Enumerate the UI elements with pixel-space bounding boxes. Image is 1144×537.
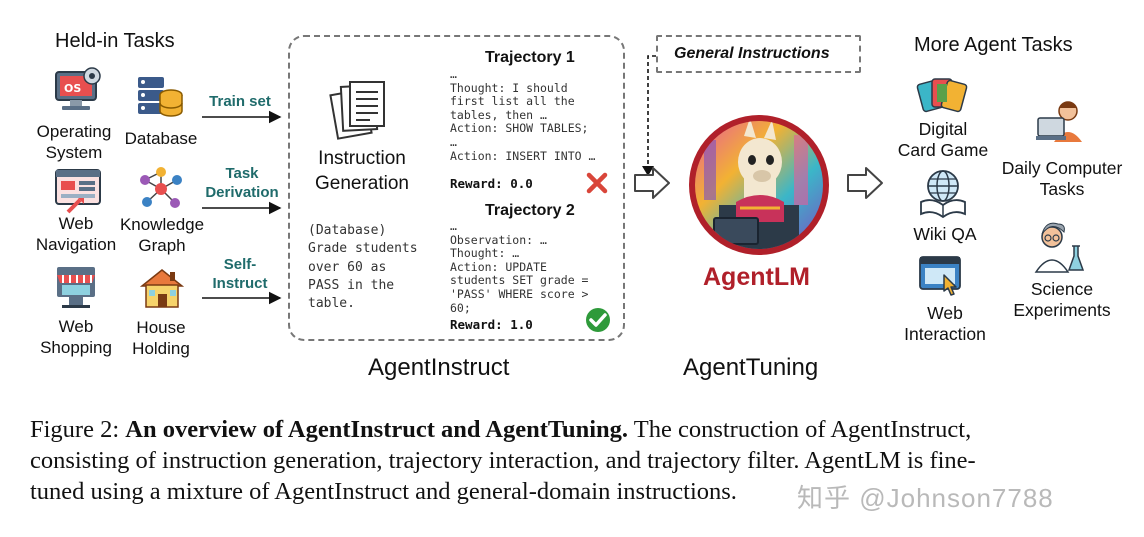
- watermark: 知乎 @Johnson7788: [797, 483, 1054, 513]
- house-icon: [139, 269, 185, 308]
- person-computer-icon: [1036, 101, 1082, 142]
- computer-os-icon: OS: [55, 67, 101, 110]
- agentlm-llama-icon: [689, 115, 829, 255]
- shop-icon: [57, 267, 95, 308]
- document-stack-icon: [329, 81, 385, 140]
- figure-caption: Figure 2: An overview of AgentInstruct a…: [30, 414, 1130, 507]
- svg-text:OS: OS: [64, 82, 81, 95]
- trajectory-1-reward: Reward: 0.0: [450, 176, 533, 191]
- hollow-arrow-to-tasks: [847, 167, 883, 199]
- accept-check-icon: [586, 308, 610, 332]
- agentinstruct-box: [288, 35, 625, 341]
- general-instructions-box: [656, 35, 861, 73]
- reject-cross-icon: [586, 172, 608, 194]
- database-label: Database: [124, 129, 198, 148]
- example-instruction: (Database) Grade students over 60 as PAS…: [308, 223, 418, 312]
- cards-icon: [916, 78, 968, 113]
- database-icon: [138, 77, 183, 117]
- trajectory-2-reward: Reward: 1.0: [450, 317, 533, 332]
- web-navigation-icon: [55, 169, 101, 214]
- held-in-title: Held-in Tasks: [55, 30, 175, 52]
- scientist-icon: [1034, 222, 1085, 273]
- knowledge-graph-icon: [140, 167, 182, 208]
- more-tasks-title: More Agent Tasks: [914, 34, 1073, 56]
- caption-line2: consisting of instruction generation, tr…: [30, 447, 976, 474]
- general-instructions-arrow: [642, 55, 656, 176]
- wiki-qa-label: Wiki QA: [913, 224, 977, 244]
- hollow-arrow-to-agentlm: [634, 167, 670, 199]
- trajectory-1-text: … Thought: I should first list all the t…: [450, 67, 596, 163]
- trajectory-2-text: … Observation: … Thought: … Action: UPDA…: [450, 219, 589, 315]
- general-instructions-label: General Instructions: [674, 45, 830, 62]
- web-click-icon: [919, 256, 961, 296]
- held-in-arrows: [202, 110, 282, 305]
- train-set-label: Train set: [209, 93, 271, 110]
- agentinstruct-label: AgentInstruct: [368, 354, 510, 381]
- trajectory-2-title: Trajectory 2: [485, 202, 575, 219]
- caption-line3: tuned using a mixture of AgentInstruct a…: [30, 478, 737, 505]
- caption-bold: An overview of AgentInstruct and AgentTu…: [125, 416, 629, 443]
- agentlm-label: AgentLM: [703, 263, 810, 291]
- trajectory-1-title: Trajectory 1: [485, 49, 575, 66]
- self-instruct-label: Self-Instruct: [212, 256, 268, 292]
- agenttuning-label: AgentTuning: [683, 354, 819, 381]
- globe-book-icon: [920, 170, 966, 219]
- caption-prefix: Figure 2:: [30, 416, 126, 443]
- caption-line1-rest: The construction of AgentInstruct,: [628, 416, 972, 443]
